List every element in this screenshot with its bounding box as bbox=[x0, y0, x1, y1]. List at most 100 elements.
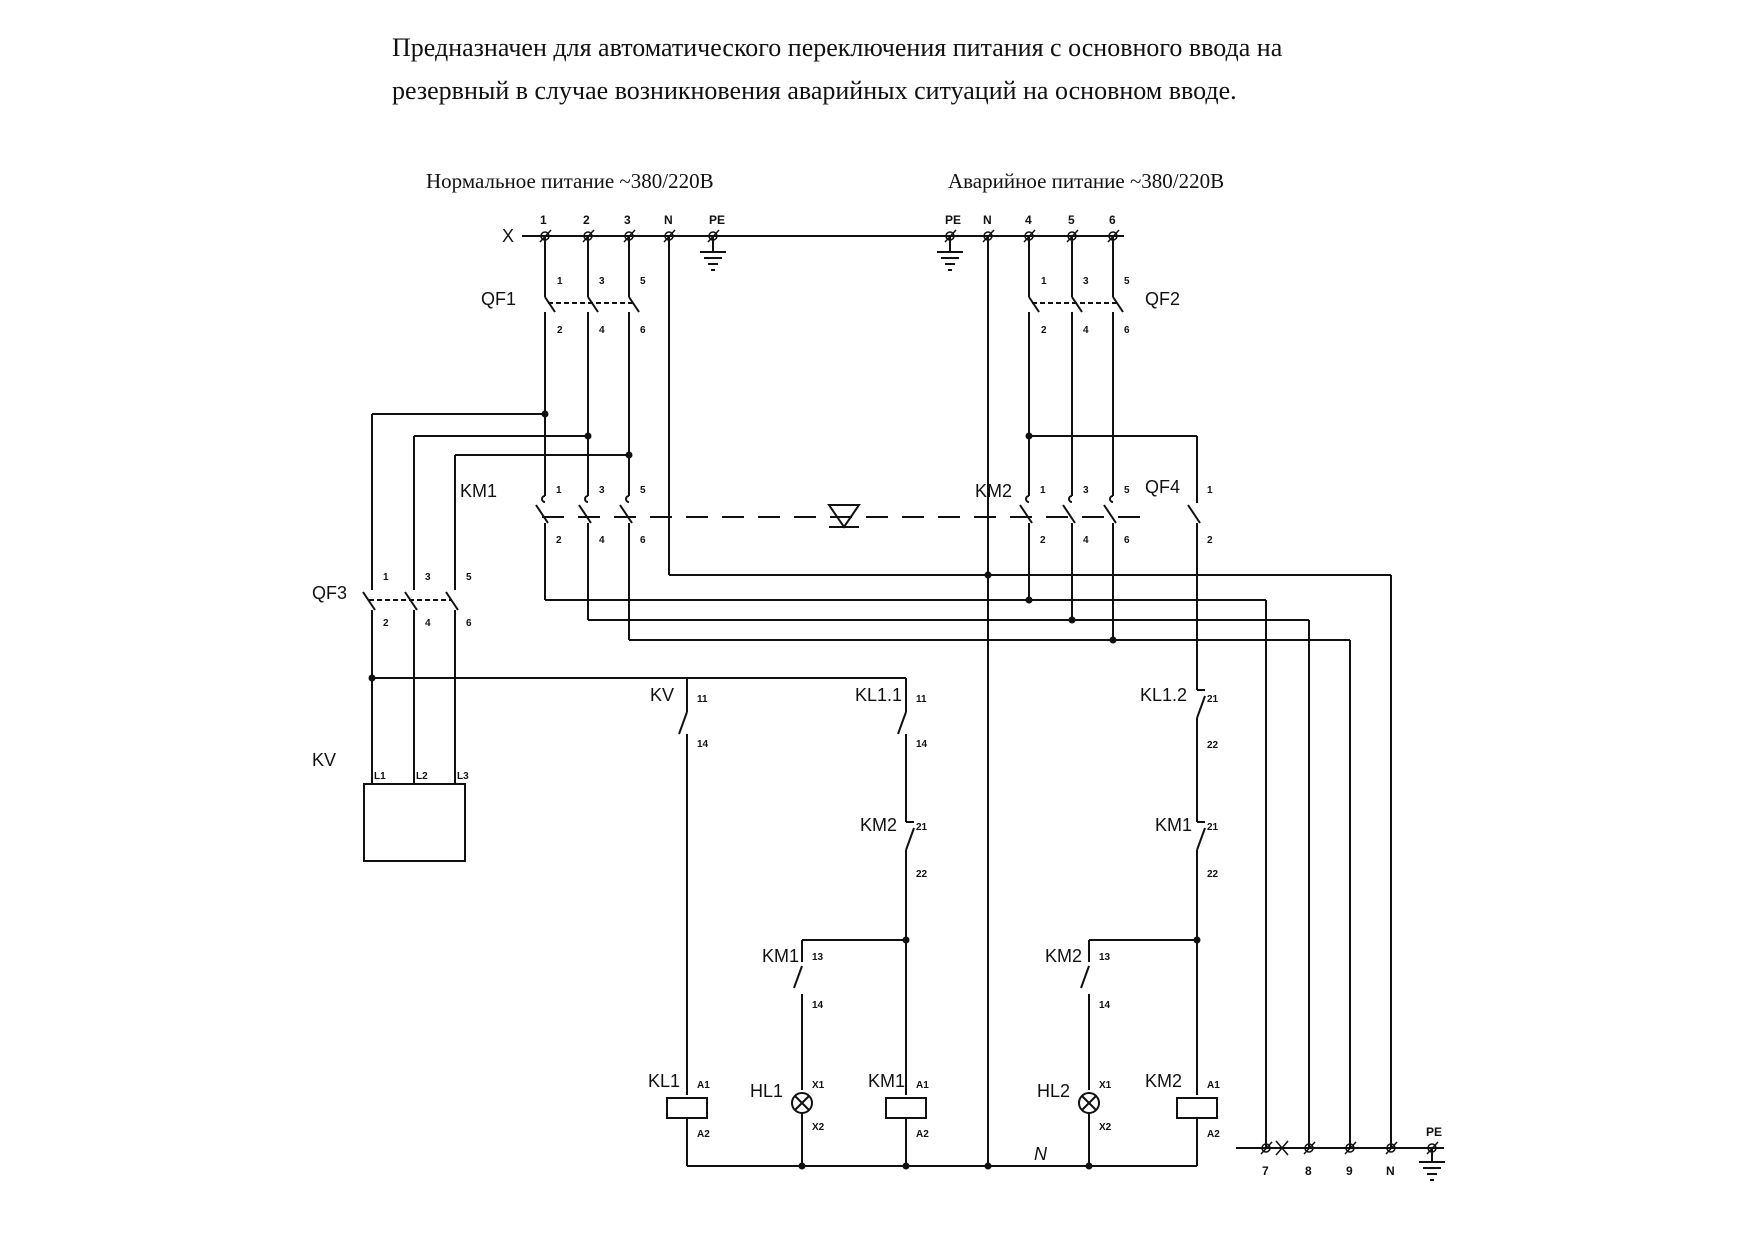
out-terminal-8: 8 bbox=[1305, 1164, 1312, 1178]
hl1-label: HL1 bbox=[750, 1081, 783, 1101]
qf3-pin-3: 3 bbox=[425, 572, 431, 583]
qf1-pin-6: 6 bbox=[640, 325, 646, 336]
qf3-pin-4: 4 bbox=[425, 618, 431, 629]
terminal-3-label: 3 bbox=[624, 213, 631, 227]
qf3-pin-1: 1 bbox=[383, 572, 389, 583]
km2-aux-label: KM2 bbox=[1045, 946, 1082, 966]
ground-symbol-emergency bbox=[937, 236, 963, 271]
km2-pin-1: 1 bbox=[1040, 485, 1046, 496]
description-text: Предназначен для автоматического переклю… bbox=[392, 26, 1492, 112]
terminal-1-label: 1 bbox=[540, 213, 547, 227]
kv-label: KV bbox=[312, 750, 336, 770]
neutral-bus-label: N bbox=[1034, 1144, 1048, 1164]
hl2-label: HL2 bbox=[1037, 1081, 1070, 1101]
km2-nc-interlock-contact: KM2 21 22 bbox=[860, 815, 928, 1095]
kv-contact-branch: KV 11 14 bbox=[650, 685, 709, 1095]
qf2-pin-3: 3 bbox=[1083, 276, 1089, 287]
km2-pin-13: 13 bbox=[1099, 952, 1111, 963]
km1-pin-1: 1 bbox=[556, 485, 562, 496]
out-terminal-7: 7 bbox=[1262, 1164, 1269, 1178]
km2-pin-5: 5 bbox=[1124, 485, 1130, 496]
output-bus-wires bbox=[545, 571, 1392, 1148]
voltage-relay-kv: KV L1 L2 L3 bbox=[312, 750, 469, 862]
out-terminal-9: 9 bbox=[1346, 1164, 1353, 1178]
qf2-label: QF2 bbox=[1145, 289, 1180, 309]
kv-pin-l1: L1 bbox=[374, 771, 386, 782]
qf1-pin-1: 1 bbox=[557, 276, 563, 287]
km2-pin-21: 21 bbox=[916, 822, 928, 833]
kl1-pin-a2: A2 bbox=[697, 1129, 710, 1140]
km2-main-label: KM2 bbox=[975, 481, 1012, 501]
relay-coil-kl1: KL1 A1 A2 bbox=[648, 1071, 710, 1166]
terminal-4-label: 4 bbox=[1025, 213, 1032, 227]
qf1-pin-5: 5 bbox=[640, 276, 646, 287]
qf1-pin-3: 3 bbox=[599, 276, 605, 287]
km1-aux-label: KM1 bbox=[762, 946, 799, 966]
input-terminal-block: X 1 2 3 N PE PE N 4 5 6 bbox=[502, 213, 1124, 246]
qf4-pin-2: 2 bbox=[1207, 535, 1213, 546]
km1-nc-interlock-contact: KM1 21 22 bbox=[1155, 815, 1219, 1095]
km2-pin-6: 6 bbox=[1124, 535, 1130, 546]
km1-pin-6: 6 bbox=[640, 535, 646, 546]
control-supply-wire bbox=[368, 674, 907, 712]
hl2-pin-x1: X1 bbox=[1099, 1080, 1112, 1091]
breaker-qf2: QF2 1 3 5 2 4 6 bbox=[1028, 236, 1180, 450]
qf3-pin-5: 5 bbox=[466, 572, 472, 583]
lamp-hl2: HL2 X1 X2 bbox=[1037, 1080, 1112, 1166]
contactor-km2-main: KM2 1 3 5 2 4 6 bbox=[975, 450, 1130, 640]
lamp-hl1: HL1 X1 X2 bbox=[750, 1080, 825, 1166]
qf2-pin-6: 6 bbox=[1124, 325, 1130, 336]
km2-coil-label: KM2 bbox=[1145, 1071, 1182, 1091]
km1-pin-5: 5 bbox=[640, 485, 646, 496]
kv-pin-l3: L3 bbox=[457, 771, 469, 782]
km1-pin-14: 14 bbox=[812, 1000, 824, 1011]
ground-symbol-output bbox=[1419, 1148, 1445, 1181]
kv-pin-l2: L2 bbox=[416, 771, 428, 782]
km2-pin-a1: A1 bbox=[1207, 1080, 1220, 1091]
km1-pin-4: 4 bbox=[599, 535, 605, 546]
km2-pin-14: 14 bbox=[1099, 1000, 1111, 1011]
terminal-2-label: 2 bbox=[583, 213, 590, 227]
ground-symbol-normal bbox=[700, 236, 726, 271]
kv-pin-11: 11 bbox=[697, 694, 708, 705]
km1-pin-21: 21 bbox=[1207, 822, 1219, 833]
mechanical-interlock bbox=[542, 504, 1142, 529]
terminal-5-label: 5 bbox=[1068, 213, 1075, 227]
km2-pin-3: 3 bbox=[1083, 485, 1089, 496]
qf3-label: QF3 bbox=[312, 583, 347, 603]
qf2-pin-5: 5 bbox=[1124, 276, 1130, 287]
qf1-label: QF1 bbox=[481, 289, 516, 309]
km1-pin-22: 22 bbox=[1207, 869, 1219, 880]
kv-contact-label: KV bbox=[650, 685, 674, 705]
km1-nc-label: KM1 bbox=[1155, 815, 1192, 835]
kv-pin-14: 14 bbox=[697, 739, 709, 750]
qf2-pin-1: 1 bbox=[1041, 276, 1047, 287]
km1-aux-contact: KM1 13 14 bbox=[762, 939, 906, 1090]
description-line-1: Предназначен для автоматического переклю… bbox=[392, 33, 1283, 62]
terminal-pe2-label: PE bbox=[945, 213, 961, 227]
kl12-pin-21: 21 bbox=[1207, 694, 1219, 705]
qf4-label: QF4 bbox=[1145, 477, 1180, 497]
km1-main-label: KM1 bbox=[460, 481, 497, 501]
hl1-pin-x2: X2 bbox=[812, 1122, 825, 1133]
contactor-coil-km1: KM1 A1 A2 bbox=[868, 1071, 929, 1166]
qf3-pin-6: 6 bbox=[466, 618, 472, 629]
qf4-feed-wire bbox=[1025, 432, 1198, 475]
out-terminal-n: N bbox=[1386, 1164, 1395, 1178]
km2-pin-2: 2 bbox=[1040, 535, 1046, 546]
km2-nc-label: KM2 bbox=[860, 815, 897, 835]
terminal-block-x-label: X bbox=[502, 226, 514, 246]
qf2-pin-2: 2 bbox=[1041, 325, 1047, 336]
emergency-supply-label: Аварийное питание ~380/220В bbox=[948, 169, 1224, 193]
qf2-pin-4: 4 bbox=[1083, 325, 1089, 336]
kl12-nc-contact: KL1.2 21 22 bbox=[1140, 685, 1219, 822]
terminal-n2-label: N bbox=[983, 213, 992, 227]
neutral-return-bus: N bbox=[687, 1144, 1197, 1170]
terminal-6-label: 6 bbox=[1109, 213, 1116, 227]
terminal-pe-label: PE bbox=[709, 213, 725, 227]
contactor-km1-main: KM1 1 3 5 2 4 6 bbox=[460, 450, 646, 640]
breaker-qf3: QF3 1 3 5 2 4 6 bbox=[312, 572, 472, 784]
qf3-pin-2: 2 bbox=[383, 618, 389, 629]
km1-pin-a1: A1 bbox=[916, 1080, 929, 1091]
